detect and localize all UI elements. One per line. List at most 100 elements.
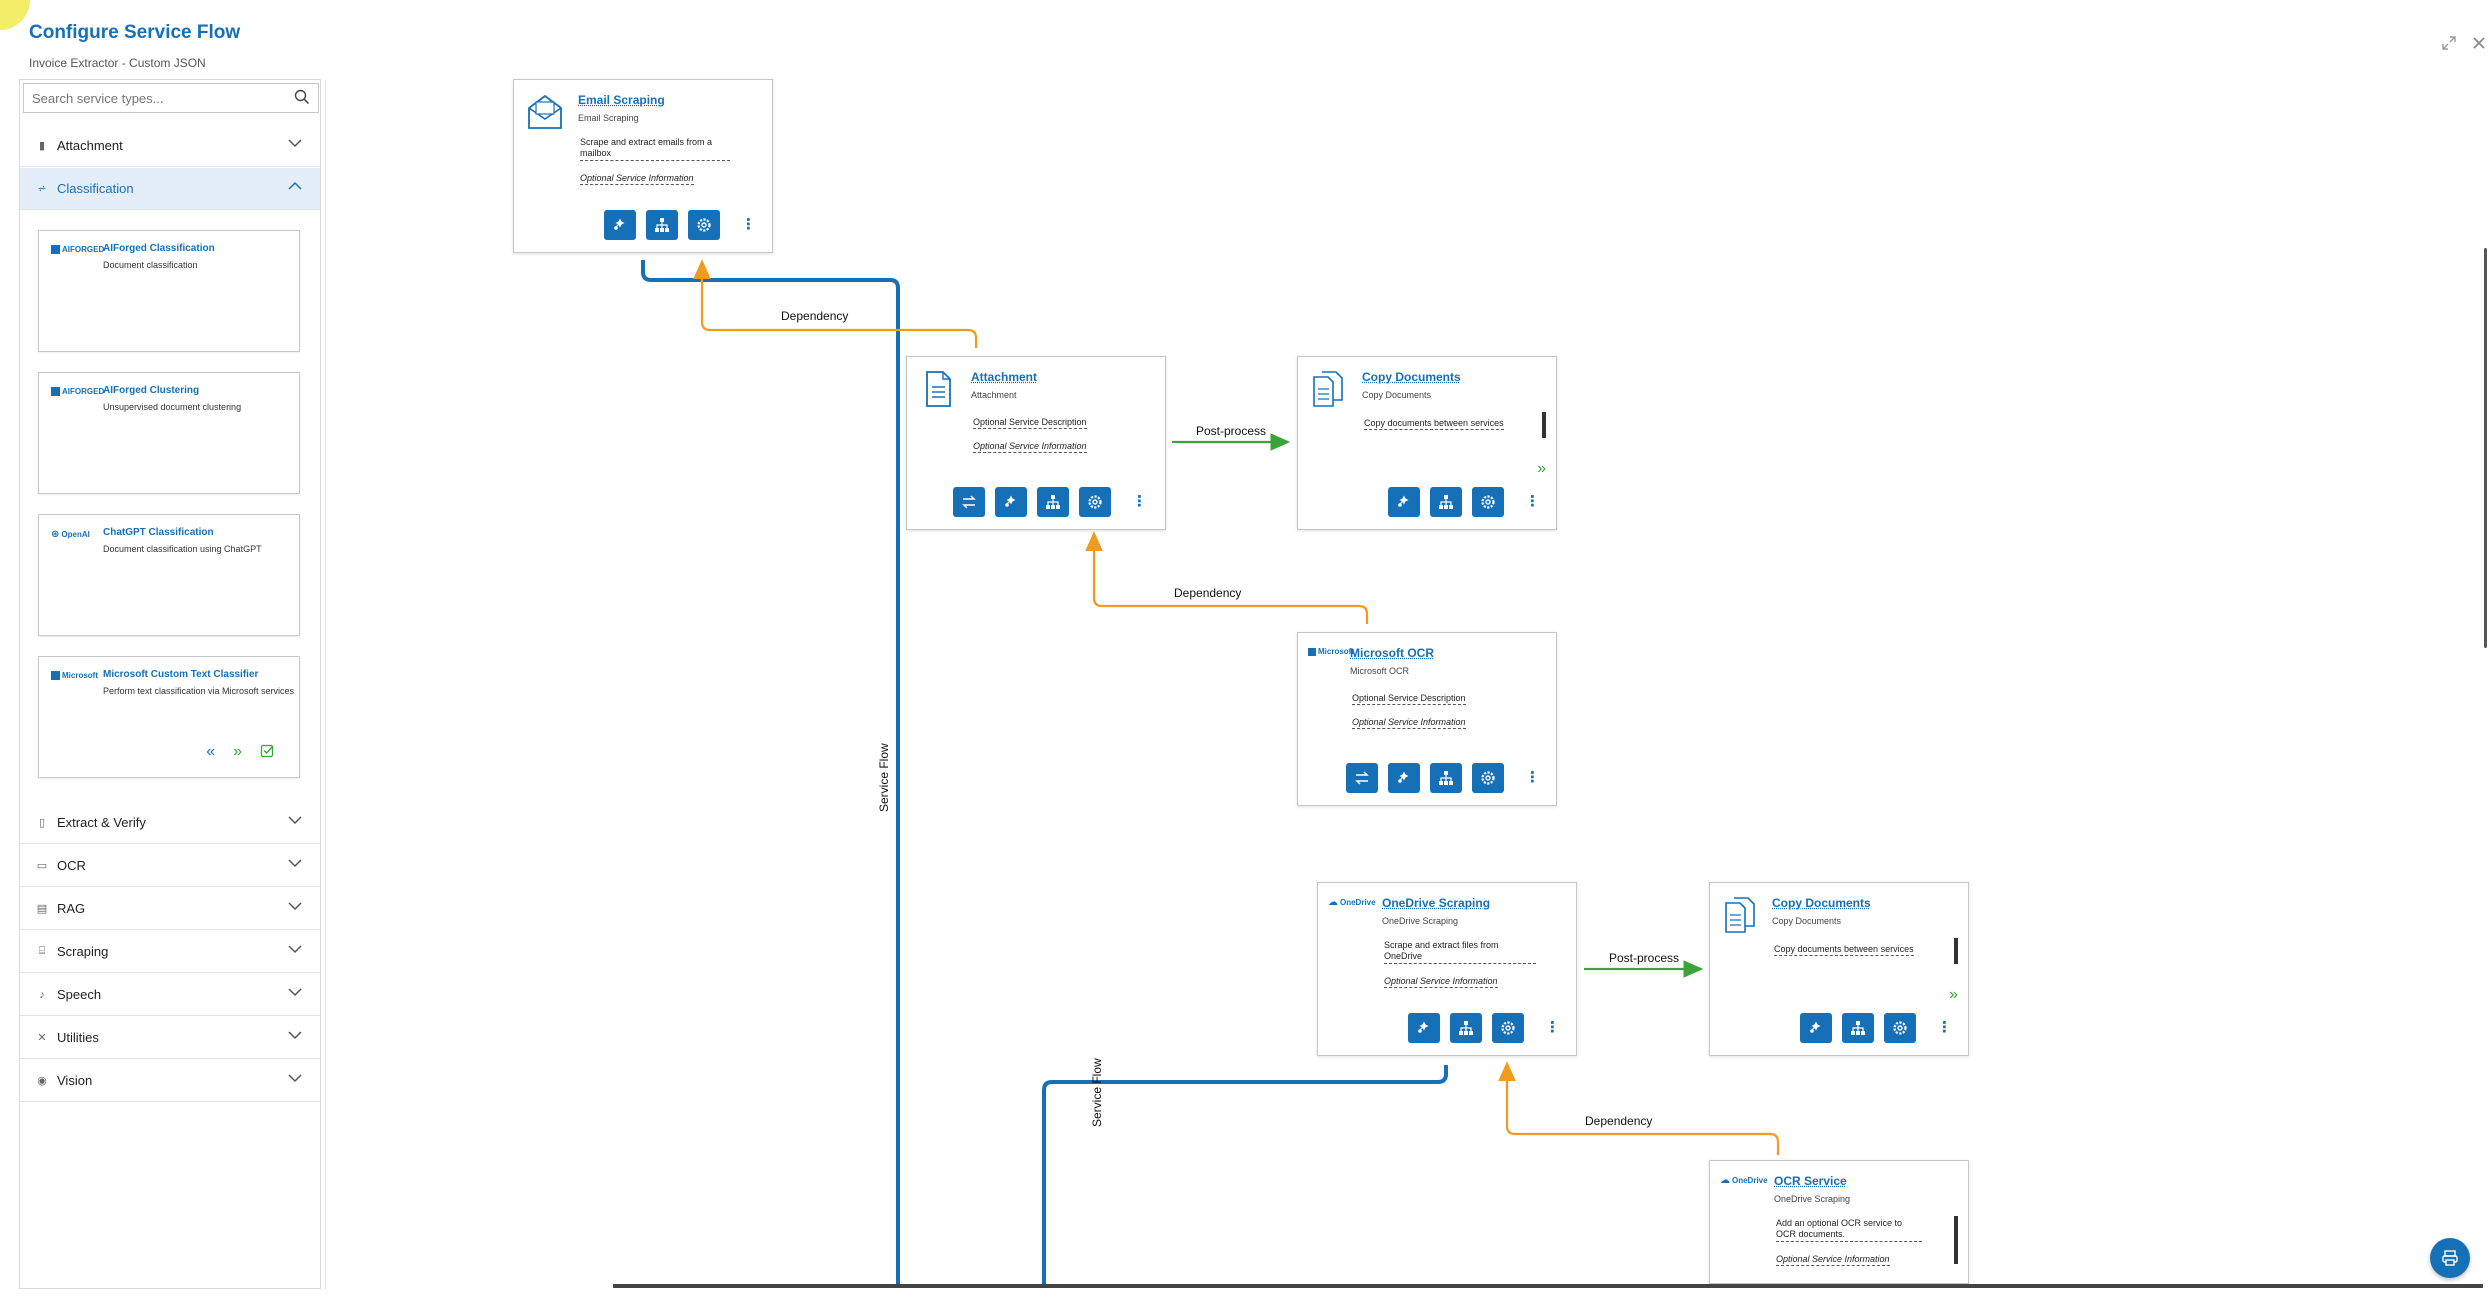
chevron-down-icon	[288, 1074, 302, 1083]
hierarchy-button[interactable]	[1842, 1013, 1874, 1043]
tools-icon: ✕	[37, 1032, 47, 1044]
vertical-scrollbar[interactable]	[2484, 248, 2487, 648]
settings-button[interactable]	[1884, 1013, 1916, 1043]
node-toolbar	[953, 487, 1111, 517]
category-classification[interactable]: ⩫ Classification	[20, 168, 320, 210]
ai-sparkle-button[interactable]	[1408, 1013, 1440, 1043]
node-description[interactable]: Copy documents between services	[1774, 944, 1914, 956]
node-email-scraping[interactable]: Email Scraping Email Scraping Scrape and…	[513, 79, 773, 253]
microsoft-logo: Microsoft	[1308, 647, 1354, 656]
description-scrollbar[interactable]	[1954, 938, 1958, 964]
node-title[interactable]: OCR Service	[1774, 1174, 1847, 1188]
category-rag[interactable]: ▤ RAG	[20, 888, 320, 930]
node-copy-documents[interactable]: Copy Documents Copy Documents Copy docum…	[1297, 356, 1557, 530]
node-attachment[interactable]: Attachment Attachment Optional Service D…	[906, 356, 1166, 530]
ai-sparkle-button[interactable]	[604, 210, 636, 240]
settings-button[interactable]	[688, 210, 720, 240]
hierarchy-button[interactable]	[646, 210, 678, 240]
service-card-actions: « »	[206, 743, 275, 763]
hierarchy-button[interactable]	[1037, 487, 1069, 517]
node-type: Attachment	[971, 390, 1017, 400]
expand-icon[interactable]	[2438, 32, 2460, 54]
category-label: OCR	[57, 858, 86, 873]
category-ocr[interactable]: ▭ OCR	[20, 845, 320, 887]
more-options-icon[interactable]: ⋮	[1525, 769, 1540, 786]
more-options-icon[interactable]: ⋮	[741, 216, 756, 233]
node-microsoft-ocr[interactable]: Microsoft Microsoft OCR Microsoft OCR Op…	[1297, 632, 1557, 806]
category-speech[interactable]: ♪ Speech	[20, 974, 320, 1016]
service-description: Perform text classification via Microsof…	[103, 686, 295, 696]
service-flow-label: Service Flow	[877, 743, 891, 812]
node-copy-documents-2[interactable]: Copy Documents Copy Documents Copy docum…	[1709, 882, 1969, 1056]
node-onedrive-scraping[interactable]: ☁OneDrive OneDrive Scraping OneDrive Scr…	[1317, 882, 1577, 1056]
service-card-aiforged-clustering[interactable]: AIFORGED AIForged Clustering Unsupervise…	[38, 372, 300, 494]
search-area	[20, 80, 322, 116]
service-flow-line	[641, 260, 900, 1285]
node-title[interactable]: Attachment	[971, 370, 1038, 384]
description-scrollbar[interactable]	[1542, 412, 1546, 438]
check-add-icon[interactable]	[260, 743, 275, 763]
dependency-line	[1498, 1061, 1780, 1155]
node-title[interactable]: Microsoft OCR	[1350, 646, 1434, 660]
node-info[interactable]: Optional Service Information	[1352, 717, 1466, 729]
more-options-icon[interactable]: ⋮	[1545, 1019, 1560, 1036]
hierarchy-button[interactable]	[1430, 763, 1462, 793]
horizontal-scrollbar[interactable]	[613, 1284, 2483, 1288]
search-input[interactable]	[24, 84, 284, 112]
node-description[interactable]: Optional Service Description	[973, 417, 1087, 429]
service-name: Microsoft Custom Text Classifier	[103, 669, 259, 680]
category-extract-verify[interactable]: ▯ Extract & Verify	[20, 802, 320, 844]
add-after-icon[interactable]: »	[233, 743, 242, 760]
node-info[interactable]: Optional Service Information	[973, 441, 1087, 453]
post-process-forward-icon[interactable]: »	[1949, 986, 1958, 1003]
swap-button[interactable]	[953, 487, 985, 517]
hierarchy-button[interactable]	[1430, 487, 1462, 517]
service-card-chatgpt-classification[interactable]: ⊛OpenAI ChatGPT Classification Document …	[38, 514, 300, 636]
ai-sparkle-button[interactable]	[995, 487, 1027, 517]
swap-button[interactable]	[1346, 763, 1378, 793]
service-card-microsoft-text-classifier[interactable]: Microsoft Microsoft Custom Text Classifi…	[38, 656, 300, 778]
settings-button[interactable]	[1472, 487, 1504, 517]
ai-sparkle-button[interactable]	[1388, 763, 1420, 793]
more-options-icon[interactable]: ⋮	[1937, 1019, 1952, 1036]
close-icon[interactable]	[2468, 32, 2490, 54]
node-description[interactable]: Add an optional OCR service to OCR docum…	[1776, 1218, 1922, 1242]
category-vision[interactable]: ◉ Vision	[20, 1060, 320, 1102]
ai-sparkle-button[interactable]	[1388, 487, 1420, 517]
node-description[interactable]: Copy documents between services	[1364, 418, 1504, 430]
search-icon[interactable]	[294, 89, 310, 110]
node-description[interactable]: Scrape and extract files from OneDrive	[1384, 940, 1536, 964]
node-description[interactable]: Scrape and extract emails from a mailbox	[580, 137, 730, 161]
settings-button[interactable]	[1472, 763, 1504, 793]
print-button[interactable]	[2430, 1238, 2470, 1278]
settings-button[interactable]	[1492, 1013, 1524, 1043]
more-options-icon[interactable]: ⋮	[1132, 493, 1147, 510]
add-before-icon[interactable]: «	[206, 743, 216, 760]
service-card-aiforged-classification[interactable]: AIFORGED AIForged Classification Documen…	[38, 230, 300, 352]
node-title[interactable]: OneDrive Scraping	[1382, 896, 1491, 910]
category-utilities[interactable]: ✕ Utilities	[20, 1017, 320, 1059]
node-description[interactable]: Optional Service Description	[1352, 693, 1466, 705]
microsoft-logo: Microsoft	[51, 671, 98, 680]
search-box	[23, 83, 319, 113]
node-info[interactable]: Optional Service Information	[1776, 1254, 1890, 1266]
description-scrollbar[interactable]	[1954, 1216, 1958, 1264]
hierarchy-button[interactable]	[1450, 1013, 1482, 1043]
ai-sparkle-button[interactable]	[1800, 1013, 1832, 1043]
node-type: Copy Documents	[1362, 390, 1432, 400]
category-label: Attachment	[57, 138, 123, 153]
node-toolbar	[604, 210, 720, 240]
node-info[interactable]: Optional Service Information	[1384, 976, 1498, 988]
post-process-label: Post-process	[1196, 424, 1267, 438]
node-title[interactable]: Copy Documents	[1362, 370, 1461, 384]
more-options-icon[interactable]: ⋮	[1525, 493, 1540, 510]
node-ocr-service[interactable]: ☁OneDrive OCR Service OneDrive Scraping …	[1709, 1160, 1969, 1284]
node-info[interactable]: Optional Service Information	[580, 173, 694, 185]
node-title[interactable]: Copy Documents	[1772, 896, 1871, 910]
settings-button[interactable]	[1079, 487, 1111, 517]
node-title[interactable]: Email Scraping	[578, 93, 665, 107]
post-process-forward-icon[interactable]: »	[1537, 460, 1546, 477]
category-attachment[interactable]: ▮ Attachment	[20, 125, 320, 167]
page-subtitle: Invoice Extractor - Custom JSON	[29, 56, 206, 70]
category-scraping[interactable]: ⌸ Scraping	[20, 931, 320, 973]
